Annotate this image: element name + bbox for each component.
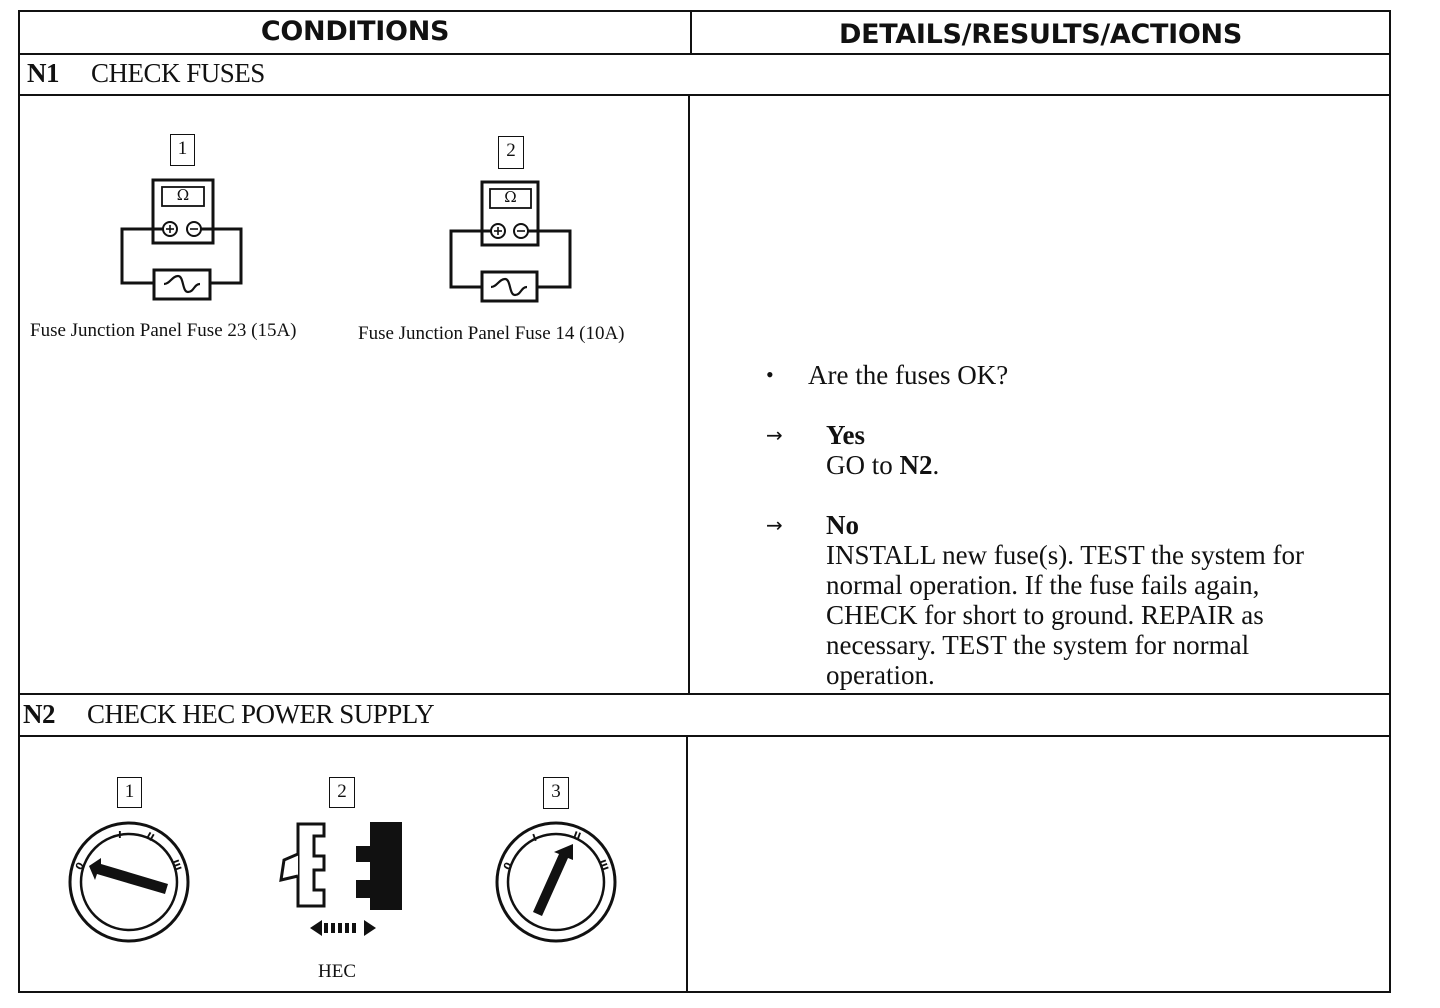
table-top-border (18, 10, 1391, 12)
n2-step-title: N2 CHECK HEC POWER SUPPLY (23, 697, 435, 731)
yes-label: Yes (826, 420, 865, 450)
no-arrow: → (766, 513, 783, 537)
hec-caption: HEC (318, 961, 356, 982)
header-divider (18, 53, 1391, 55)
no-action-line: normal operation. If the fuse fails agai… (826, 570, 1260, 600)
ignition-switch-run-icon (495, 821, 617, 943)
n1-step-id: N1 (27, 58, 60, 88)
ohmmeter-2-diagram (449, 180, 572, 303)
n2-figure-1-number: 1 (117, 777, 142, 808)
n1-step-text: CHECK FUSES (91, 58, 265, 88)
n1-figure-1-caption: Fuse Junction Panel Fuse 23 (15A) (30, 320, 297, 341)
no-action-line: operation. (826, 660, 935, 690)
no-action-line: INSTALL new fuse(s). TEST the system for (826, 540, 1305, 570)
switch-mark-1: I (118, 830, 122, 841)
n1-title-divider (18, 94, 1391, 96)
no-action-text: INSTALL new fuse(s). TEST the system for… (826, 540, 1304, 690)
yes-action-suffix: . (932, 450, 940, 480)
n1-step-title: N1 CHECK FUSES (27, 56, 265, 90)
n1-figure-1-number: 1 (170, 134, 195, 166)
table-left-border (18, 10, 20, 993)
details-header: DETAILS/RESULTS/ACTIONS (839, 19, 1242, 50)
n1-figure-2-caption: Fuse Junction Panel Fuse 14 (10A) (358, 323, 625, 344)
ohm-symbol: Ω (504, 188, 517, 206)
n2-title-top-divider (18, 693, 1391, 695)
yes-action-prefix: GO to (826, 450, 900, 480)
ohmmeter-1-diagram (120, 178, 243, 301)
no-action-line: CHECK for short to ground. REPAIR as (826, 600, 1264, 630)
yes-arrow: → (766, 423, 783, 447)
no-label: No (826, 510, 859, 540)
table-right-border (1389, 10, 1391, 993)
conditions-header: CONDITIONS (260, 16, 450, 47)
n2-figure-3-number: 3 (543, 777, 569, 809)
hec-connector-icon (279, 822, 402, 936)
n1-column-divider (688, 94, 690, 694)
question-text: Are the fuses OK? (808, 360, 1009, 390)
n2-step-id: N2 (23, 699, 56, 729)
ohm-symbol: Ω (176, 186, 190, 204)
table-bottom-border (18, 991, 1391, 993)
header-column-divider (690, 10, 692, 54)
yes-action-target: N2 (899, 450, 933, 480)
ignition-switch-off-icon (68, 821, 190, 943)
no-action-line: necessary. TEST the system for normal (826, 630, 1250, 660)
n2-figure-2-number: 2 (329, 777, 355, 808)
question-bullet: • (766, 362, 774, 387)
n1-figure-2-number: 2 (498, 136, 524, 169)
yes-action: GO to N2. (826, 450, 939, 480)
n2-step-text: CHECK HEC POWER SUPPLY (87, 699, 435, 729)
n2-column-divider (686, 735, 688, 993)
n2-title-bottom-divider (18, 735, 1391, 737)
